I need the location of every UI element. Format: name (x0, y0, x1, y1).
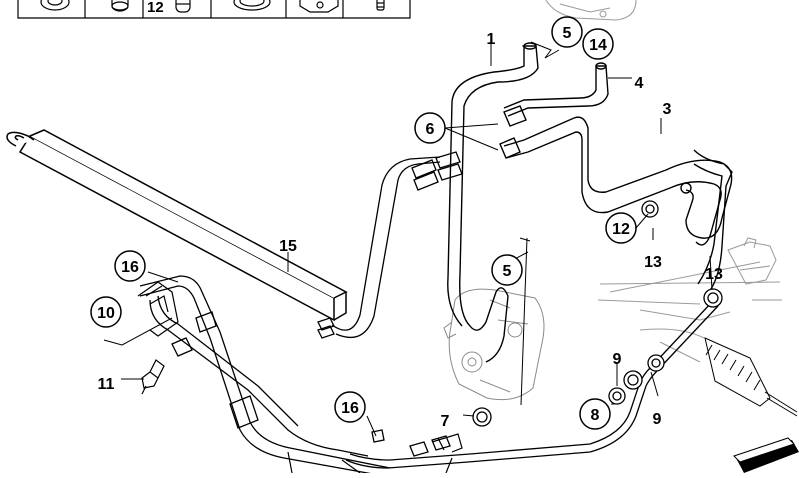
callout-c3: 3 (663, 101, 672, 118)
callout-c11: 11 (98, 376, 115, 393)
callout-c9b: 9 (653, 411, 662, 428)
bracket-10 (137, 281, 179, 337)
callout-number: 16 (121, 259, 139, 276)
callout-number: 12 (612, 221, 630, 238)
callout-number: 16 (341, 400, 359, 417)
callout-number: 13 (705, 266, 723, 283)
grommet-icon (111, 0, 129, 12)
washer-12 (641, 200, 659, 218)
callout-number: 14 (589, 37, 607, 54)
callout-number: 1 (487, 31, 496, 48)
washer-9b (647, 354, 665, 372)
callout-c1: 1 (487, 31, 496, 48)
seal-ring-icon (233, 0, 271, 11)
steering-gear-ghost (597, 237, 782, 363)
callout-number: 7 (441, 413, 450, 430)
callout-c4: 4 (635, 75, 644, 92)
callout-number: 4 (635, 75, 644, 92)
pump-axis (519, 237, 531, 406)
clip-bracket (431, 433, 463, 453)
callout-number: 15 (279, 238, 297, 255)
callout-c7: 7 (441, 413, 450, 430)
pump-ghost (443, 288, 545, 401)
callout-c12: 12 (605, 212, 637, 244)
callout-number: 9 (613, 351, 622, 368)
hose-3 (499, 116, 733, 297)
callout-circle (414, 112, 446, 144)
callout-number: 9 (653, 411, 662, 428)
callout-circle (334, 391, 366, 423)
callout-circle (551, 16, 583, 48)
callout-circle (579, 398, 611, 430)
callout-number: 8 (591, 407, 600, 424)
callout-number: 13 (644, 254, 662, 271)
callout-circle (491, 254, 523, 286)
clamp-ring-icon (40, 0, 70, 11)
callout-c14: 14 (582, 28, 614, 60)
parts-strip (17, 0, 411, 19)
corner-logo (733, 437, 799, 473)
callout-circle (114, 250, 146, 282)
callout-circle (582, 28, 614, 60)
callout-c13b: 13 (705, 266, 723, 283)
pressure-line (345, 291, 719, 469)
bottom-lines (287, 451, 453, 474)
callout-c5b: 5 (491, 254, 523, 286)
callout-circle (605, 212, 637, 244)
callout-c10: 10 (90, 296, 122, 328)
parts-strip-label: 12 (147, 0, 164, 16)
bracket-icon (299, 0, 339, 13)
callout-number: 5 (563, 25, 572, 42)
bolt-icon (376, 0, 385, 11)
hose-4 (503, 62, 609, 127)
callout-number: 6 (426, 121, 435, 138)
reservoir-ghost (545, 0, 637, 21)
callout-number: 5 (503, 263, 512, 280)
washer-7 (472, 407, 492, 427)
callout-c15: 15 (279, 238, 297, 255)
callout-c13a: 13 (644, 254, 662, 271)
callout-c9a: 9 (613, 351, 622, 368)
hose-clamp-icon (175, 0, 191, 13)
washer-9a (608, 387, 626, 405)
sensor-11 (141, 359, 165, 395)
callout-number: 10 (97, 305, 115, 322)
callout-c6: 6 (414, 112, 446, 144)
washers (472, 200, 723, 427)
callout-circle (90, 296, 122, 328)
banjo-8 (623, 370, 643, 390)
callout-number: 11 (98, 376, 115, 393)
callout-c5a: 5 (551, 16, 583, 48)
callout-c16b: 16 (334, 391, 366, 423)
callout-c8: 8 (579, 398, 611, 430)
oil-cooler (6, 129, 348, 322)
callout-number: 3 (663, 101, 672, 118)
leader-lines (103, 41, 713, 437)
hose-1 (447, 42, 539, 363)
washer-13 (703, 288, 723, 308)
callout-c16a: 16 (114, 250, 146, 282)
steering-boot (704, 337, 798, 417)
hoses-16 (139, 275, 429, 477)
